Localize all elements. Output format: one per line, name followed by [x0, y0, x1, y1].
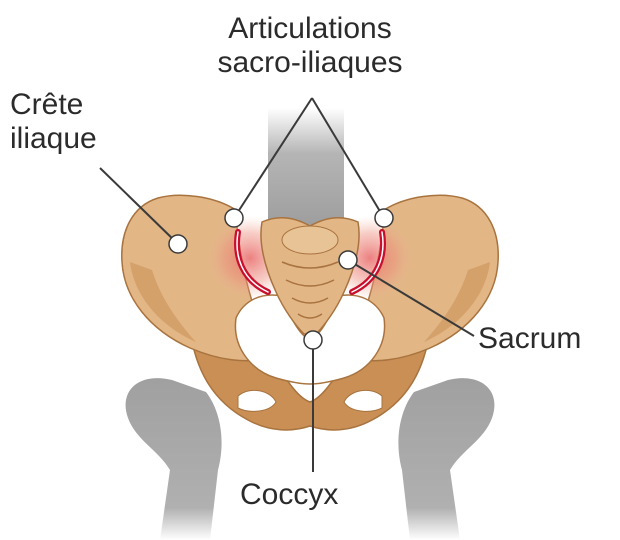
label-sacrum: Sacrum: [478, 322, 581, 356]
label-iliac-crest: Crête iliaque: [10, 88, 97, 156]
label-iliac-crest-line2: iliaque: [10, 122, 97, 156]
label-sacroiliac-line1: Articulations: [190, 12, 430, 46]
marker-sacroiliac-left: [225, 209, 243, 227]
marker-sacrum: [339, 251, 357, 269]
label-coccyx: Coccyx: [240, 478, 338, 512]
marker-iliac-crest: [169, 235, 187, 253]
marker-coccyx: [304, 331, 322, 349]
label-sacroiliac-joints: Articulations sacro-iliaques: [190, 12, 430, 80]
label-sacroiliac-line2: sacro-iliaques: [190, 46, 430, 80]
marker-sacroiliac-right: [375, 209, 393, 227]
label-iliac-crest-line1: Crête: [10, 88, 97, 122]
